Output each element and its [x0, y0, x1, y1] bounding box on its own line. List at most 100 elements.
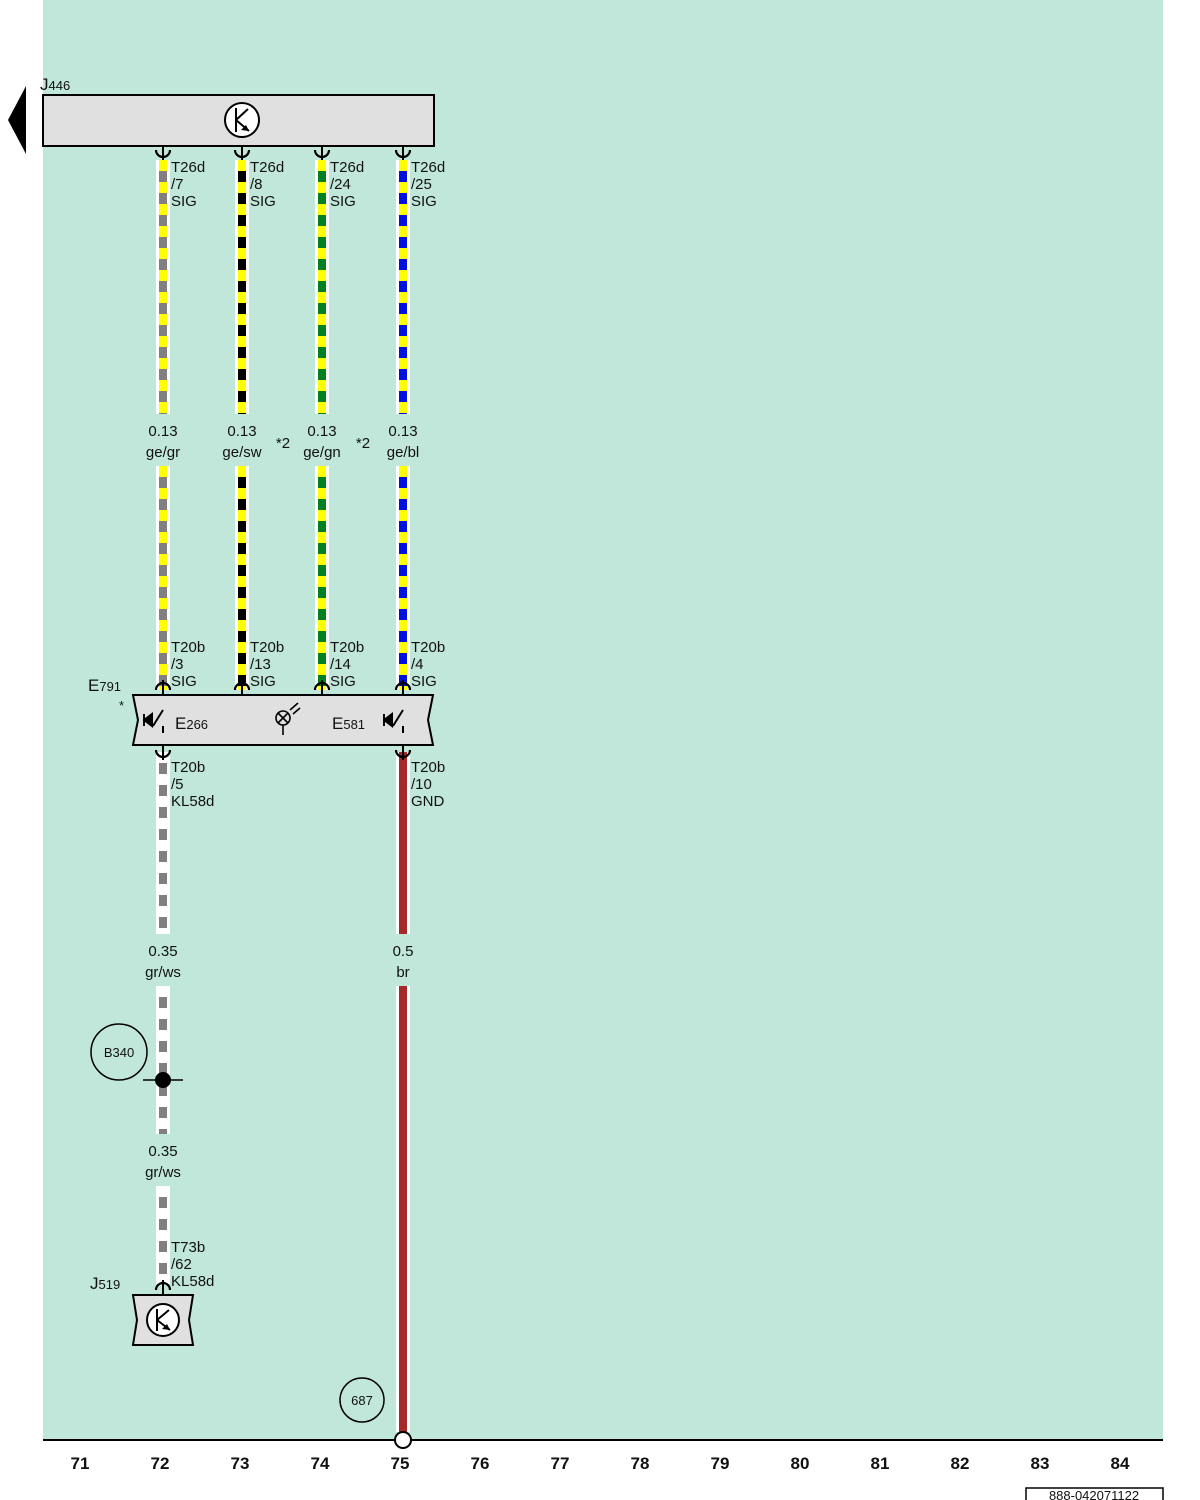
pin-signal-label: SIG — [411, 193, 437, 210]
pin-number-label: /5 — [171, 776, 184, 793]
wire-note-label: *2 — [356, 435, 370, 452]
pin-number-label: /10 — [411, 776, 432, 793]
signal-wire-upper[interactable] — [396, 160, 410, 414]
ground-terminal — [394, 1431, 412, 1449]
splice-b340[interactable]: B340 — [90, 1023, 183, 1088]
pin-connector-label: T20b — [171, 759, 205, 776]
splice-label: B340 — [104, 1045, 134, 1060]
switch-e266-icon — [143, 709, 164, 733]
column-number: 82 — [951, 1454, 970, 1473]
pin-connector-label: T73b — [171, 1239, 205, 1256]
control-unit-icon — [224, 102, 260, 138]
pin-number-label: /14 — [330, 656, 351, 673]
pin-connector-label: T20b — [171, 639, 205, 656]
wire-color-label: ge/bl — [387, 444, 420, 461]
component-label-e791: E791 — [88, 676, 121, 695]
pin-number-label: /7 — [171, 176, 184, 193]
column-number: 83 — [1031, 1454, 1050, 1473]
pin-number-label: /4 — [411, 656, 424, 673]
pin-signal-label: GND — [411, 793, 445, 810]
component-label-j446: J446 — [40, 75, 70, 94]
component-label-e266: E266 — [175, 714, 208, 733]
column-number: 75 — [391, 1454, 410, 1473]
pin-connector-label: T20b — [411, 759, 445, 776]
previous-page-arrow-icon[interactable] — [8, 86, 26, 154]
pin-connector-label: T26d — [411, 159, 445, 176]
component-note-e791: * — [119, 698, 124, 713]
wire-color-label: ge/gr — [146, 444, 180, 461]
column-number: 80 — [791, 1454, 810, 1473]
wire-color-label: br — [396, 964, 409, 981]
wire-note-label: *2 — [276, 435, 290, 452]
column-number: 78 — [631, 1454, 650, 1473]
pin-connector-label: T20b — [411, 639, 445, 656]
switch-e581-icon — [383, 709, 404, 733]
column-number: 84 — [1111, 1454, 1130, 1473]
signal-wire-upper[interactable] — [235, 160, 249, 414]
column-number: 79 — [711, 1454, 730, 1473]
signal-wire-upper[interactable] — [315, 160, 329, 414]
pin-signal-label: KL58d — [171, 793, 214, 810]
pin-signal-label: SIG — [330, 673, 356, 690]
switch-module-e791[interactable]: E791 * E266 E581 — [88, 676, 435, 746]
wires-layer — [156, 160, 410, 1432]
wire-gauge-label: 0.13 — [307, 423, 336, 440]
column-number: 77 — [551, 1454, 570, 1473]
kl58d-wire-upper[interactable] — [156, 752, 170, 934]
pin-number-label: /62 — [171, 1256, 192, 1273]
signal-wire-lower[interactable] — [315, 466, 329, 690]
wire-gauge-label: 0.5 — [393, 943, 414, 960]
column-number: 74 — [311, 1454, 330, 1473]
wire-color-label: ge/sw — [222, 444, 261, 461]
kl58d-wire-middle[interactable] — [156, 986, 170, 1134]
wire-gauge-label: 0.35 — [148, 943, 177, 960]
splice-dot — [155, 1072, 171, 1088]
ground-ref-label: 687 — [351, 1393, 373, 1408]
signal-wire-lower[interactable] — [396, 466, 410, 690]
pin-signal-label: SIG — [171, 673, 197, 690]
pin-connector-label: T26d — [330, 159, 364, 176]
pin-signal-label: SIG — [250, 673, 276, 690]
footer-code-text: 888-042071122 — [1049, 1488, 1139, 1500]
column-number: 81 — [871, 1454, 890, 1473]
footer-code: 888-042071122 — [1025, 1487, 1164, 1500]
pin-signal-label: KL58d — [171, 1273, 214, 1290]
signal-wire-upper[interactable] — [156, 160, 170, 414]
wire-gauge-label: 0.13 — [227, 423, 256, 440]
signal-wire-lower[interactable] — [156, 466, 170, 690]
wire-gauge-label: 0.13 — [388, 423, 417, 440]
column-number: 73 — [231, 1454, 250, 1473]
control-unit-j446[interactable]: J446 — [40, 75, 435, 147]
pin-connector-label: T20b — [250, 639, 284, 656]
wire-color-label: ge/gn — [303, 444, 341, 461]
pin-signal-label: SIG — [171, 193, 197, 210]
pin-connector-label: T26d — [250, 159, 284, 176]
pin-number-label: /25 — [411, 176, 432, 193]
wire-color-label: gr/ws — [145, 964, 181, 981]
pin-signal-label: SIG — [330, 193, 356, 210]
ground-ref-687[interactable]: 687 — [339, 1377, 385, 1423]
signal-wire-lower[interactable] — [235, 466, 249, 690]
kl58d-wire-lower[interactable] — [156, 1186, 170, 1284]
control-unit-j519[interactable]: J519 — [90, 1274, 195, 1346]
column-number: 76 — [471, 1454, 490, 1473]
component-label-j519: J519 — [90, 1274, 120, 1293]
pin-signal-label: SIG — [411, 673, 437, 690]
pin-connector-label: T20b — [330, 639, 364, 656]
pin-number-label: /3 — [171, 656, 184, 673]
ground-wire-lower[interactable] — [396, 986, 410, 1432]
ground-wire-upper[interactable] — [396, 752, 410, 934]
pin-number-label: /8 — [250, 176, 263, 193]
wire-labels-layer: T26d/7SIGT20b/3SIG0.13ge/grT26d/8SIGT20b… — [145, 146, 445, 1294]
lamp-icon — [275, 702, 301, 735]
wire-gauge-label: 0.35 — [148, 1143, 177, 1160]
pin-number-label: /13 — [250, 656, 271, 673]
control-unit-icon — [146, 1303, 180, 1337]
pin-signal-label: SIG — [250, 193, 276, 210]
column-number: 71 — [71, 1454, 90, 1473]
wire-gauge-label: 0.13 — [148, 423, 177, 440]
pin-number-label: /24 — [330, 176, 351, 193]
component-label-e581: E581 — [332, 714, 365, 733]
